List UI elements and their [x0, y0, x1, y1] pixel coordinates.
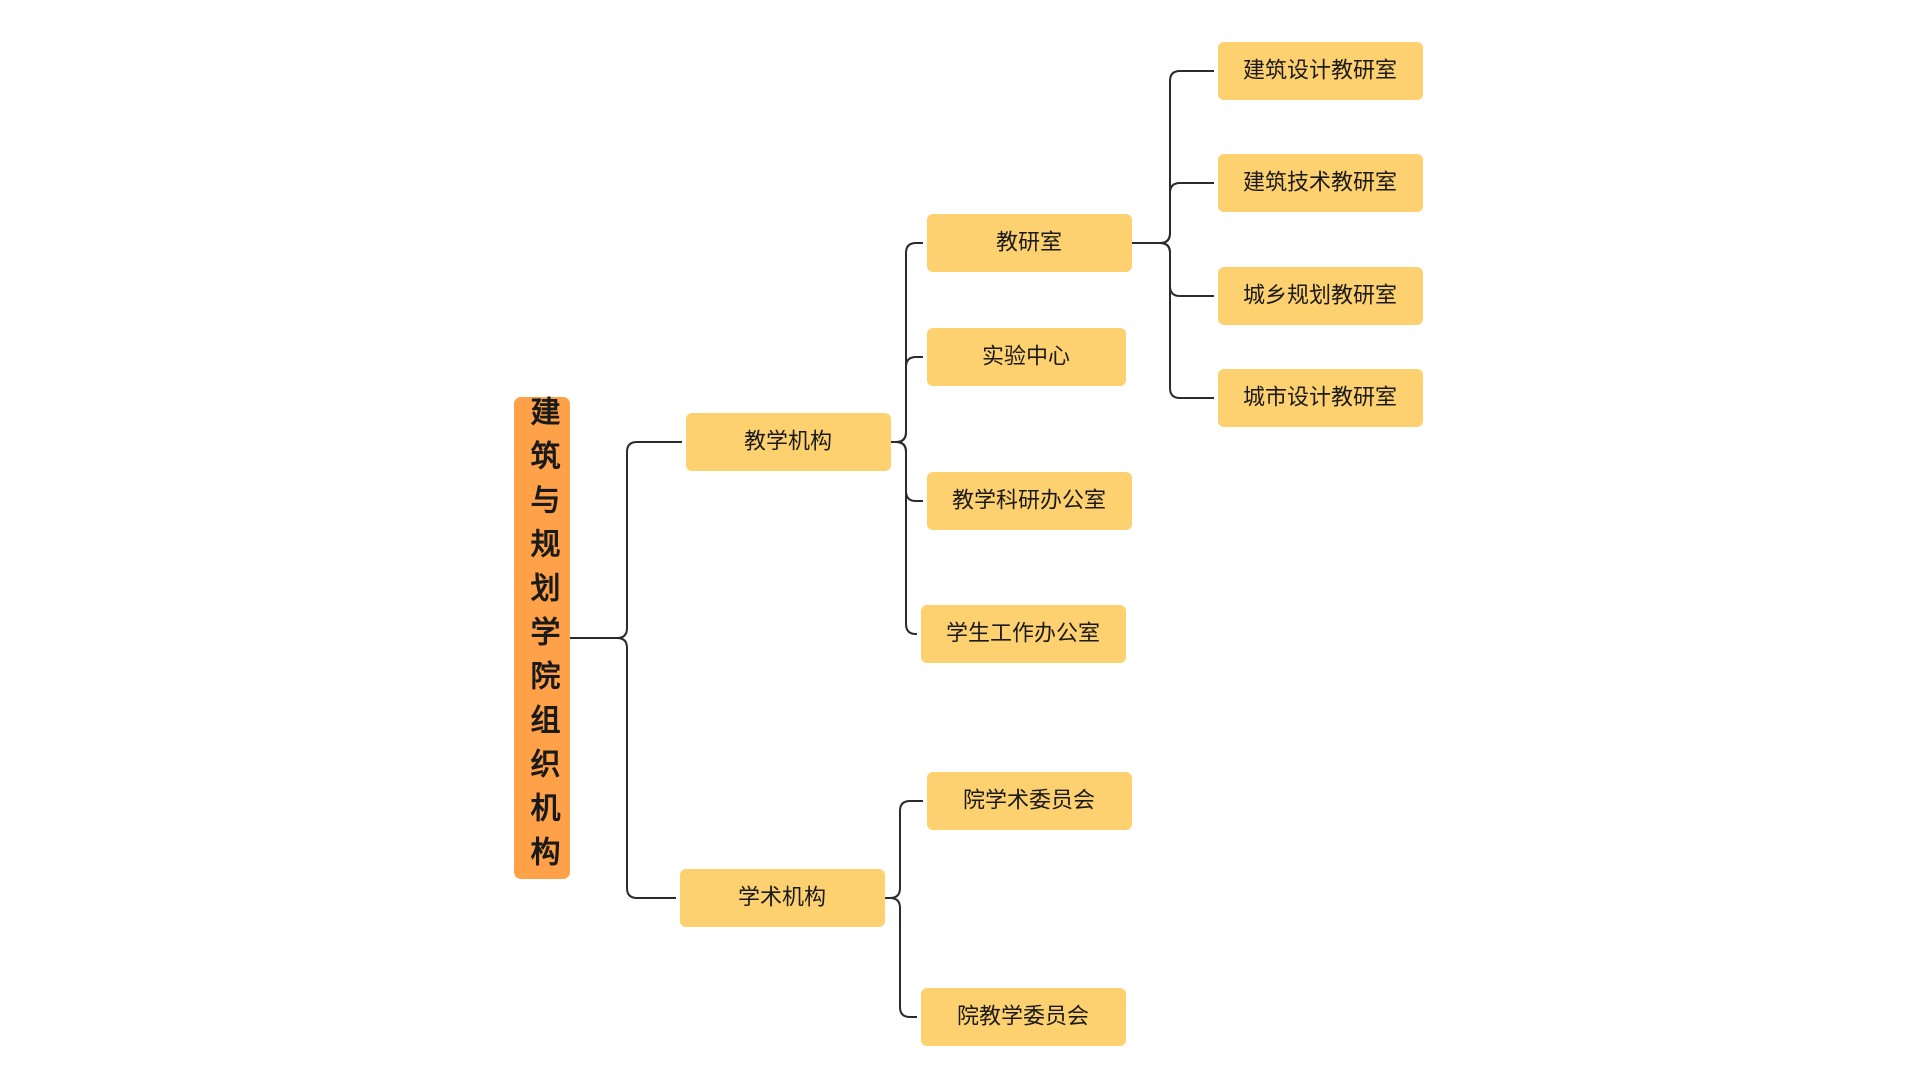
- connector-academic-academic-committee: [882, 800, 923, 899]
- connector-academic-teaching-committee: [882, 897, 917, 1018]
- node-teaching-committee[interactable]: 院教学委员会: [921, 988, 1126, 1046]
- node-lab-center-box: [927, 328, 1126, 386]
- node-arch-design-office-box: [1218, 42, 1423, 100]
- node-student-affairs-office-box: [921, 605, 1126, 663]
- node-research-office-label: 教研室: [996, 231, 1062, 256]
- node-arch-tech-office-box: [1218, 154, 1423, 212]
- node-academic-committee-box: [927, 772, 1132, 830]
- node-arch-design-office-label: 建筑设计教研室: [1243, 59, 1397, 84]
- node-urban-rural-planning-office-box: [1218, 267, 1423, 325]
- node-teaching-committee-label: 院教学委员会: [957, 1005, 1089, 1030]
- node-urban-design-office-box: [1218, 369, 1423, 427]
- node-teaching-research-office-label: 教学科研办公室: [952, 489, 1106, 514]
- node-student-affairs-office[interactable]: 学生工作办公室: [921, 605, 1126, 663]
- node-teaching-institution-box: [686, 413, 891, 471]
- node-research-office[interactable]: 教研室: [927, 214, 1132, 272]
- node-lab-center-label: 实验中心: [982, 345, 1070, 370]
- node-arch-tech-office[interactable]: 建筑技术教研室: [1218, 154, 1423, 212]
- node-academic-committee-label: 院学术委员会: [963, 789, 1095, 814]
- node-urban-rural-planning-office-label: 城乡规划教研室: [1243, 284, 1397, 309]
- root-node[interactable]: 建筑与规划学院组织机构: [514, 396, 570, 880]
- node-teaching-institution[interactable]: 教学机构: [686, 413, 891, 471]
- node-urban-design-office[interactable]: 城市设计教研室: [1218, 369, 1423, 427]
- connector-teaching-student-affairs-office: [888, 441, 917, 635]
- connector-root-teaching: [568, 441, 682, 639]
- node-academic-institution[interactable]: 学术机构: [680, 869, 885, 927]
- node-lab-center[interactable]: 实验中心: [927, 328, 1126, 386]
- node-academic-committee[interactable]: 院学术委员会: [927, 772, 1132, 830]
- node-academic-institution-label: 学术机构: [738, 886, 826, 911]
- connector-teaching-lab-center: [888, 356, 923, 443]
- node-urban-rural-planning-office[interactable]: 城乡规划教研室: [1218, 267, 1423, 325]
- node-teaching-research-office[interactable]: 教学科研办公室: [927, 472, 1132, 530]
- node-research-office-box: [927, 214, 1132, 272]
- node-arch-tech-office-label: 建筑技术教研室: [1243, 171, 1397, 196]
- connector-research-office-urban-design: [1128, 242, 1214, 399]
- connector-root-academic: [568, 637, 676, 899]
- node-teaching-research-office-box: [927, 472, 1132, 530]
- root-node-box: [514, 397, 570, 879]
- node-arch-design-office[interactable]: 建筑设计教研室: [1218, 42, 1423, 100]
- connector-research-office-arch-tech: [1128, 182, 1214, 244]
- node-teaching-institution-label: 教学机构: [744, 430, 832, 455]
- node-teaching-committee-box: [921, 988, 1126, 1046]
- node-urban-design-office-label: 城市设计教研室: [1243, 386, 1397, 411]
- node-academic-institution-box: [680, 869, 885, 927]
- root-node-label: 建筑与规划学院组织机构: [525, 396, 561, 880]
- node-student-affairs-office-label: 学生工作办公室: [946, 622, 1100, 647]
